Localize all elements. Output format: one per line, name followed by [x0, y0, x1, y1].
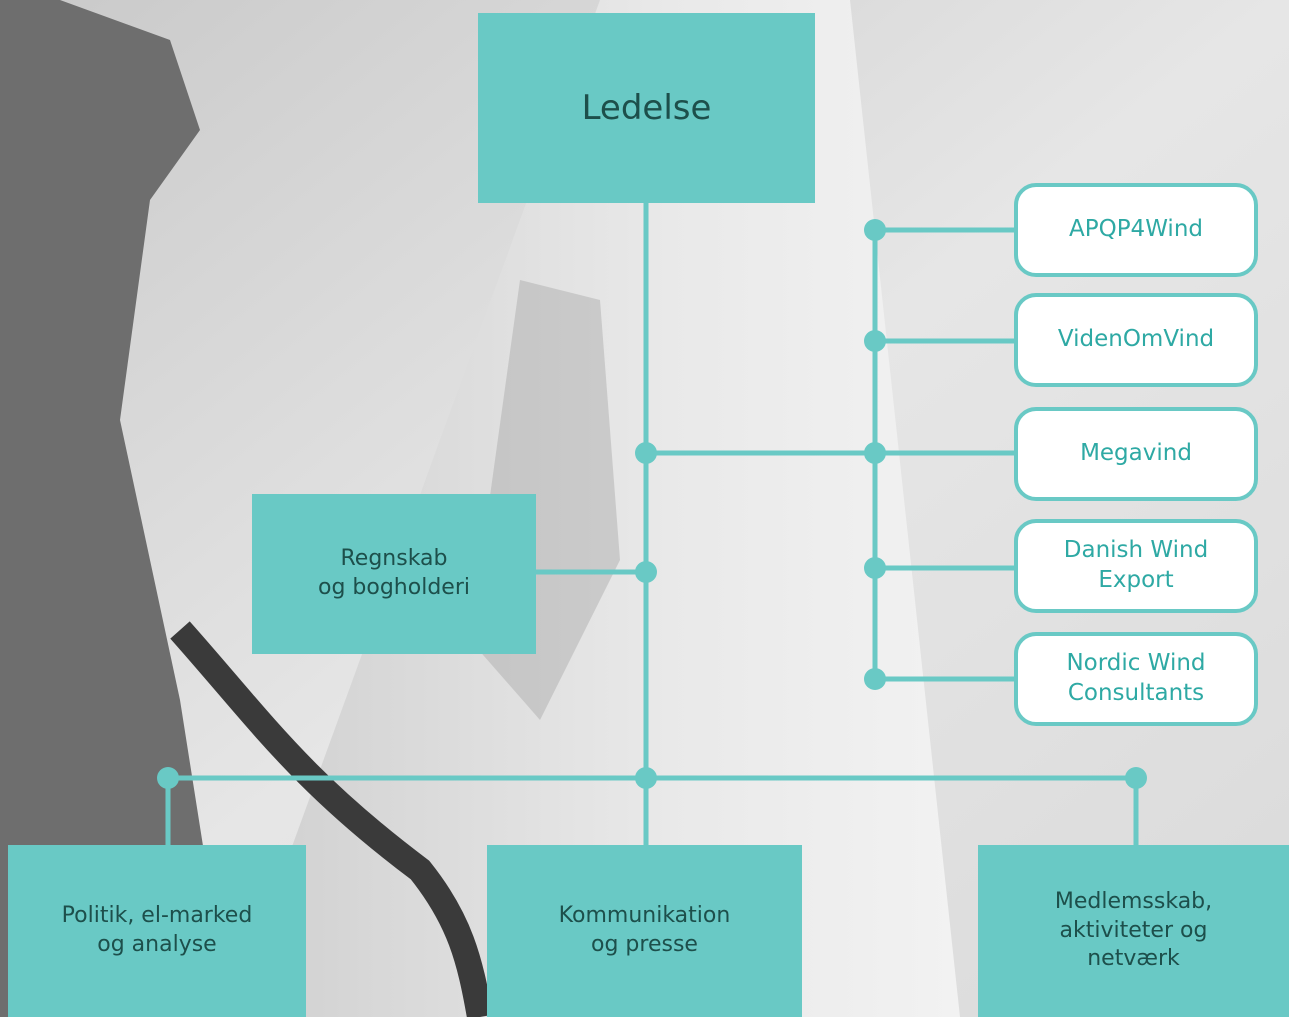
node-kommunikation: Kommunikation og presse [487, 845, 802, 1017]
junction-dot [864, 219, 886, 241]
junction-dot [864, 330, 886, 352]
subsidiary-videnomvind: VidenOmVind [1014, 293, 1258, 387]
junction-dot [635, 561, 657, 583]
subsidiary-danish-wind-export: Danish Wind Export [1014, 519, 1258, 613]
junction-dot [635, 767, 657, 789]
junction-dot [864, 442, 886, 464]
node-medlemsskab: Medlemsskab, aktiviteter og netværk [978, 845, 1289, 1017]
junction-dot [864, 557, 886, 579]
junction-dot [864, 668, 886, 690]
rope [170, 621, 493, 1017]
node-regnskab: Regnskab og bogholderi [252, 494, 536, 654]
subsidiary-nordic-wind-consultants: Nordic Wind Consultants [1014, 632, 1258, 726]
blade-shape [230, 0, 960, 1017]
subsidiary-apqp4wind: APQP4Wind [1014, 183, 1258, 277]
junction-dot [635, 442, 657, 464]
junction-dot [1125, 767, 1147, 789]
junction-dot [157, 767, 179, 789]
node-politik: Politik, el-marked og analyse [8, 845, 306, 1017]
node-ledelse: Ledelse [478, 13, 815, 203]
subsidiary-megavind: Megavind [1014, 407, 1258, 501]
person-silhouette [0, 0, 230, 1017]
